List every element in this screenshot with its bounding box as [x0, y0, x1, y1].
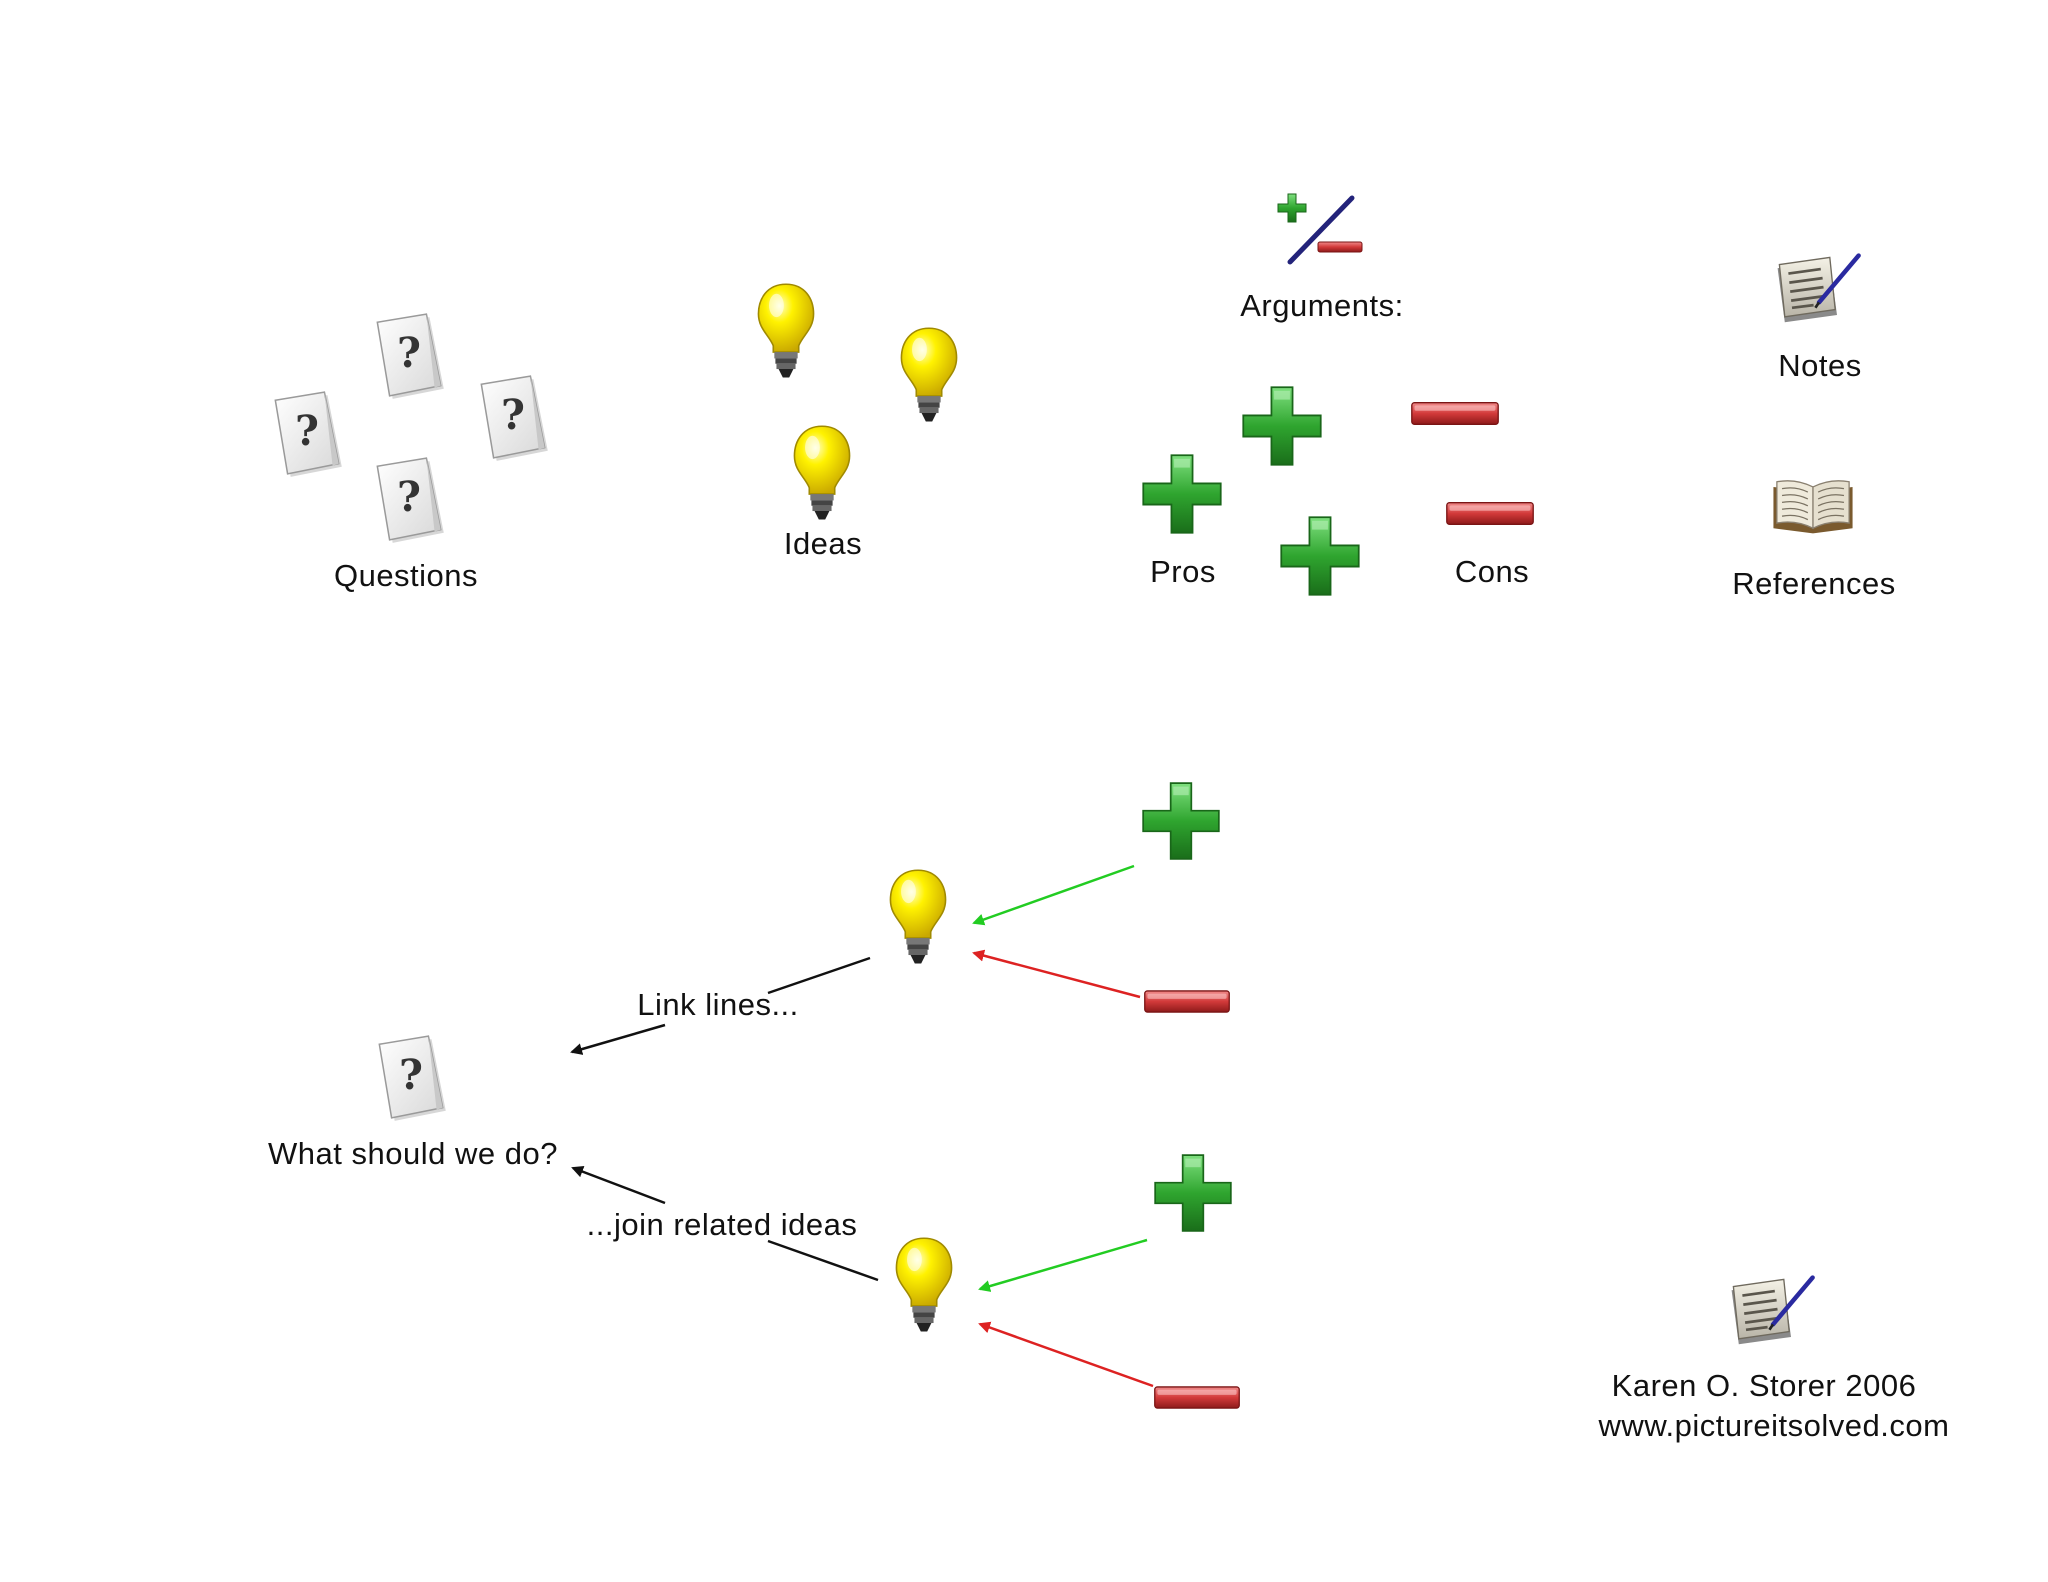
link-label-1: Link lines... — [637, 987, 799, 1022]
question-card-icon[interactable] — [366, 310, 450, 402]
question-card-icon[interactable] — [368, 1032, 452, 1124]
questions-label: Questions — [333, 558, 479, 593]
ideas-label: Ideas — [783, 526, 863, 561]
question-node-text[interactable]: What should we do? — [268, 1136, 558, 1171]
con-link-line[interactable] — [972, 949, 1141, 999]
pros-label: Pros — [1150, 554, 1216, 589]
link-line[interactable] — [571, 1165, 666, 1205]
question-card-icon[interactable] — [470, 372, 554, 464]
pro-link-line[interactable] — [978, 1238, 1148, 1292]
minus-icon[interactable] — [1445, 500, 1535, 527]
lightbulb-icon[interactable] — [886, 866, 950, 972]
link-line[interactable] — [570, 1023, 666, 1055]
question-card-icon[interactable] — [264, 388, 348, 480]
credit-author: Karen O. Storer 2006 — [1611, 1368, 1917, 1403]
cons-label: Cons — [1454, 554, 1530, 589]
plus-icon[interactable] — [1150, 1150, 1236, 1236]
credit-url[interactable]: www.pictureitsolved.com — [1598, 1408, 1950, 1443]
link-line[interactable] — [767, 956, 871, 995]
question-card-icon[interactable] — [366, 454, 450, 546]
minus-icon[interactable] — [1143, 988, 1231, 1015]
pro-link-line[interactable] — [972, 864, 1135, 926]
con-link-line[interactable] — [978, 1321, 1154, 1388]
references-label: References — [1732, 566, 1896, 601]
arguments-label: Arguments: — [1240, 288, 1404, 323]
notepad-pencil-icon[interactable] — [1774, 252, 1864, 324]
plus-icon[interactable] — [1238, 382, 1326, 470]
lightbulb-icon[interactable] — [790, 422, 854, 528]
minus-icon[interactable] — [1153, 1384, 1241, 1411]
lightbulb-icon[interactable] — [892, 1234, 956, 1340]
link-label-2: ...join related ideas — [586, 1207, 858, 1242]
plus-icon[interactable] — [1276, 512, 1364, 600]
plus-minus-icon — [1276, 190, 1366, 270]
open-book-icon[interactable] — [1770, 474, 1856, 536]
plus-icon[interactable] — [1138, 450, 1226, 538]
lightbulb-icon[interactable] — [754, 280, 818, 386]
link-line[interactable] — [767, 1239, 879, 1282]
minus-icon[interactable] — [1410, 400, 1500, 427]
notepad-pencil-icon — [1728, 1274, 1818, 1346]
lightbulb-icon[interactable] — [897, 324, 961, 430]
plus-icon[interactable] — [1138, 778, 1224, 864]
notes-label: Notes — [1778, 348, 1862, 383]
